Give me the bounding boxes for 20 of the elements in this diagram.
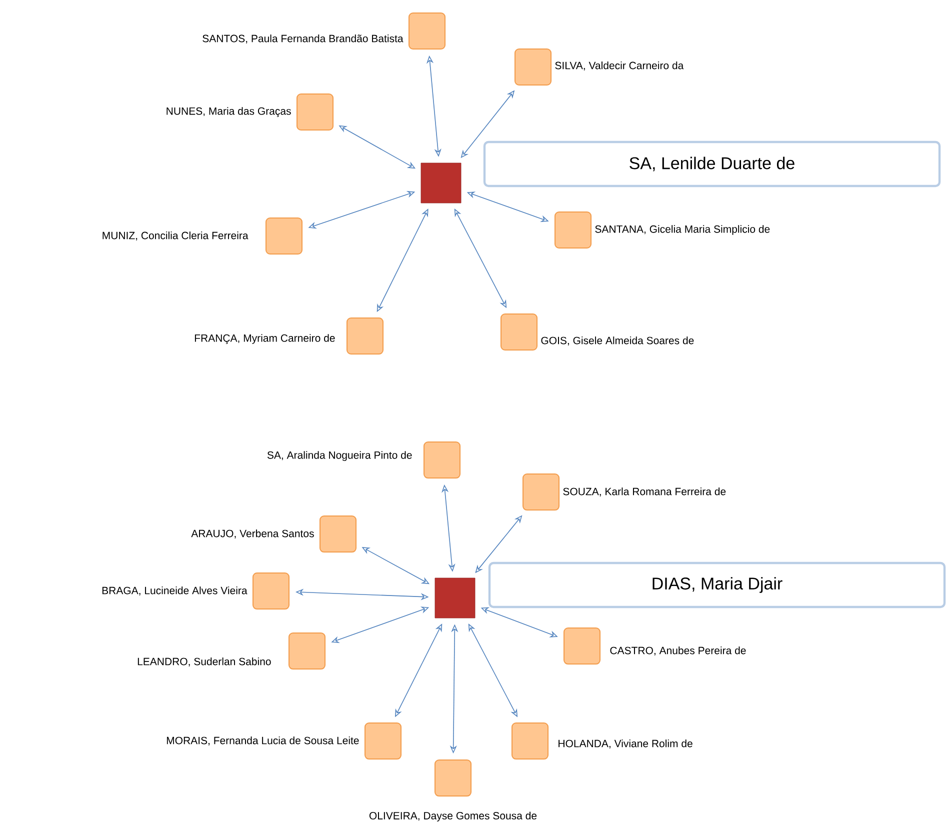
person-name: BRAGA, Lucineide Alves Vieira xyxy=(102,586,248,596)
person-name: SOUZA, Karla Romana Ferreira de xyxy=(563,488,726,496)
person-name: SANTOS, Paula Fernanda Brandão Batista xyxy=(202,34,404,44)
person-name: NUNES, Maria das Graças xyxy=(166,107,291,117)
person-name: GOIS, Gisele Almeida Soares de xyxy=(541,336,694,346)
center-square xyxy=(434,578,476,618)
person-name: ARAUJO, Verbena Santos xyxy=(191,530,314,538)
person-name: SANTANA, Gicelia Maria Simplicio de xyxy=(595,225,770,235)
person-name: CASTRO, Anubes Pereira de xyxy=(610,646,746,656)
person-name: SILVA, Valdecir Carneiro da xyxy=(555,62,684,70)
person-name: SA, Aralinda Nogueira Pinto de xyxy=(267,451,412,461)
person-name: HOLANDA, Viviane Rolim de xyxy=(558,740,692,748)
person-name: OLIVEIRA, Dayse Gomes Sousa de xyxy=(369,812,537,822)
person-name: FRANÇA, Myriam Carneiro de xyxy=(194,334,335,344)
person-name: MUNIZ, Concilia Cleria Ferreira xyxy=(102,232,248,240)
center-square xyxy=(420,162,462,204)
person-name: LEANDRO, Suderlan Sabino xyxy=(138,658,271,666)
name-box: DIAS, Maria Djair xyxy=(488,562,946,608)
name-box: SA, Lenilde Duarte de xyxy=(483,140,941,188)
person-name: MORAIS, Fernanda Lucia de Sousa Leite xyxy=(166,736,359,746)
